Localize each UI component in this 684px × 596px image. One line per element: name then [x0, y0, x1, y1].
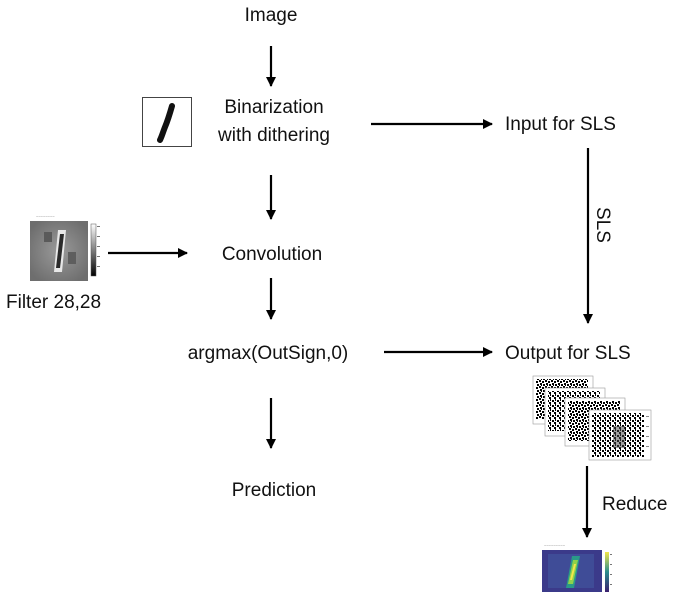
- node-convolution: Convolution: [221, 244, 323, 265]
- edge-label-reduce: Reduce: [602, 494, 668, 515]
- reduced-heatmap-thumbnail: ~~~~~~~~~: [542, 543, 612, 592]
- node-filter-label: Filter 28,28: [6, 292, 102, 313]
- node-output-sls: Output for SLS: [505, 343, 631, 364]
- node-image: Image: [244, 5, 298, 26]
- node-binarization-line1: Binarization: [224, 97, 324, 118]
- node-binarization-line2: with dithering: [218, 125, 330, 146]
- node-argmax: argmax(OutSign,0): [187, 343, 349, 364]
- node-prediction: Prediction: [231, 480, 317, 501]
- svg-text:~~~~~~~~: ~~~~~~~~: [36, 214, 55, 219]
- svg-text:~~~~~~~~~: ~~~~~~~~~: [544, 543, 566, 548]
- output-maps-stack-thumbnail: [532, 375, 652, 461]
- edge-label-sls: SLS: [592, 207, 613, 243]
- node-input-sls: Input for SLS: [505, 114, 616, 135]
- filter-heatmap-thumbnail: ~~~~~~~~: [30, 214, 100, 281]
- binarized-digit-thumbnail: [142, 97, 192, 147]
